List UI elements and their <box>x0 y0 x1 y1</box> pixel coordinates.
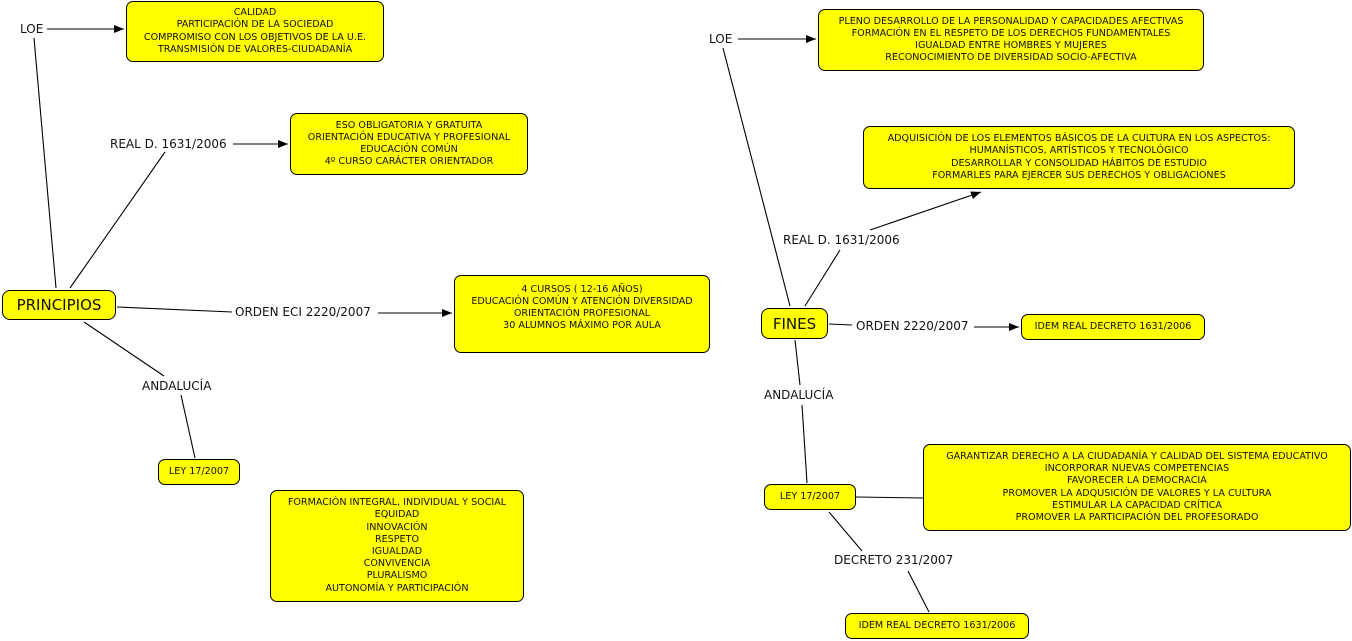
box-line: LEY 17/2007 <box>779 490 841 502</box>
box-line: PLENO DESARROLLO DE LA PERSONALIDAD Y CA… <box>838 15 1184 27</box>
linking-label-orden-fines[interactable]: ORDEN 2220/2007 <box>855 319 970 333</box>
root-node-principios[interactable]: PRINCIPIOS <box>2 290 116 320</box>
linking-label-andalucia[interactable]: ANDALUCÍA <box>141 379 213 393</box>
box-line: CONVIVENCIA <box>363 558 431 570</box>
concept-box-ley-values-fines[interactable]: GARANTIZAR DERECHO A LA CIUDADANÍA Y CAL… <box>923 444 1351 531</box>
box-line: ORIENTACIÓN EDUCATIVA Y PROFESIONAL <box>307 131 511 143</box>
connector-fines-to-loe <box>722 47 791 307</box>
linking-label-andalucia-fines[interactable]: ANDALUCÍA <box>763 388 835 402</box>
box-line: PLURALISMO <box>366 570 428 582</box>
linking-label-decreto-231[interactable]: DECRETO 231/2007 <box>833 553 955 567</box>
connector-ley-to-values <box>855 496 924 499</box>
box-line: RESPETO <box>374 533 420 545</box>
concept-box-real-decreto-principios[interactable]: ESO OBLIGATORIA Y GRATUITA ORIENTACIÓN E… <box>290 113 528 175</box>
box-line: 30 ALUMNOS MÁXIMO POR AULA <box>503 320 661 332</box>
connector-ley-to-decreto <box>828 511 863 552</box>
concept-box-ley-17-2007-fines[interactable]: LEY 17/2007 <box>764 484 856 510</box>
box-line: INCORPORAR NUEVAS COMPETENCIAS <box>1044 463 1230 475</box>
box-line: PROMOVER LA ADQUSICIÓN DE VALORES Y LA C… <box>1002 487 1272 499</box>
linking-label-real-decreto-fines[interactable]: REAL D. 1631/2006 <box>782 233 901 247</box>
box-line: 4º CURSO CARÁCTER ORIENTADOR <box>324 156 494 168</box>
box-line: EQUIDAD <box>374 509 420 521</box>
box-line: INNOVACIÓN <box>366 521 428 533</box>
concept-box-principios-values[interactable]: FORMACIÓN INTEGRAL, INDIVIDUAL Y SOCIAL … <box>270 490 524 602</box>
box-line: FORMACIÓN EN EL RESPETO DE LOS DERECHOS … <box>851 27 1171 39</box>
connector-real-decreto-to-box-right <box>869 191 982 231</box>
box-line: IDEM REAL DECRETO 1631/2006 <box>858 619 1016 631</box>
box-line: LEY 17/2007 <box>168 465 230 477</box>
box-line: FORMACIÓN INTEGRAL, INDIVIDUAL Y SOCIAL <box>287 497 507 509</box>
box-line: FAVORECER LA DEMOCRACIA <box>1067 475 1207 487</box>
connector-fines-to-orden <box>828 323 853 326</box>
box-line: ORIENTACIÓN PROFESIONAL <box>513 308 651 319</box>
box-line: HUMANÍSTICOS, ARTÍSTICOS Y TECNOLÓGICO <box>969 145 1189 157</box>
box-line: EDUCACIÓN COMÚN Y ATENCIÓN DIVERSIDAD <box>471 295 693 307</box>
connector-andalucia-to-ley <box>180 394 196 459</box>
connector-andalucia-to-ley-right <box>801 404 808 484</box>
box-line: IDEM REAL DECRETO 1631/2006 <box>1034 320 1192 332</box>
box-line: ESO OBLIGATORIA Y GRATUITA <box>335 119 483 131</box>
concept-box-ley-17-2007[interactable]: LEY 17/2007 <box>158 459 240 485</box>
linking-label-loe[interactable]: LOE <box>19 22 45 36</box>
concept-box-orden-principios[interactable]: 4 CURSOS ( 12-16 AÑOS) EDUCACIÓN COMÚN Y… <box>454 275 710 353</box>
box-line: IGUALDAD <box>371 546 423 557</box>
linking-label-orden-eci[interactable]: ORDEN ECI 2220/2007 <box>234 305 372 319</box>
box-line: CALIDAD <box>233 7 277 19</box>
box-line: DESARROLLAR Y CONSOLIDAD HÁBITOS DE ESTU… <box>951 157 1207 169</box>
box-line: GARANTIZAR DERECHO A LA CIUDADANÍA Y CAL… <box>946 450 1328 462</box>
root-node-fines[interactable]: FINES <box>761 308 828 339</box>
concept-box-loe-fines[interactable]: PLENO DESARROLLO DE LA PERSONALIDAD Y CA… <box>818 9 1204 71</box>
box-line: PARTICIPACIÓN DE LA SOCIEDAD <box>176 19 334 31</box>
connector-root-to-andalucia <box>83 321 165 377</box>
box-line: RECONOCIMIENTO DE DIVERSIDAD SOCIO-AFECT… <box>885 52 1137 64</box>
box-line: EDUCACIÓN COMÚN <box>360 144 458 155</box>
connector-root-to-orden <box>116 306 233 313</box>
box-line: AUTONOMÍA Y PARTICIPACIÓN <box>325 582 469 594</box>
concept-box-decreto-fines[interactable]: IDEM REAL DECRETO 1631/2006 <box>845 613 1029 639</box>
concept-box-orden-fines[interactable]: IDEM REAL DECRETO 1631/2006 <box>1021 314 1205 340</box>
connector-root-to-loe <box>33 37 57 289</box>
connector-decreto-to-box <box>907 570 930 613</box>
concept-box-real-decreto-fines[interactable]: ADQUISICIÓN DE LOS ELEMENTOS BÁSICOS DE … <box>863 126 1295 189</box>
box-line: IGUALDAD ENTRE HOMBRES Y MUJERES <box>915 40 1107 51</box>
connector-root-to-real-decreto <box>69 151 166 289</box>
box-line: COMPROMISO CON LOS OBJETIVOS DE LA U.E. <box>143 31 367 43</box>
box-line: FORMARLES PARA EJERCER SUS DERECHOS Y OB… <box>932 169 1226 181</box>
connector-fines-to-real-decreto <box>804 249 841 307</box>
root-label: FINES <box>772 314 817 333</box>
box-line: PROMOVER LA PARTICIPACIÓN DEL PROFESORAD… <box>1015 511 1259 523</box>
box-line: TRANSMISIÓN DE VALORES-CIUDADANÍA <box>157 43 353 55</box>
box-line: 4 CURSOS ( 12-16 AÑOS) <box>521 283 643 295</box>
linking-label-real-decreto[interactable]: REAL D. 1631/2006 <box>109 137 228 151</box>
box-line: ESTIMULAR LA CAPACIDAD CRÍTICA <box>1052 499 1222 511</box>
concept-box-loe-principios[interactable]: CALIDAD PARTICIPACIÓN DE LA SOCIEDAD COM… <box>126 1 384 62</box>
connector-fines-to-andalucia <box>794 339 801 386</box>
linking-label-loe-fines[interactable]: LOE <box>708 32 734 46</box>
box-line: ADQUISICIÓN DE LOS ELEMENTOS BÁSICOS DE … <box>887 133 1271 145</box>
root-label: PRINCIPIOS <box>16 296 102 314</box>
